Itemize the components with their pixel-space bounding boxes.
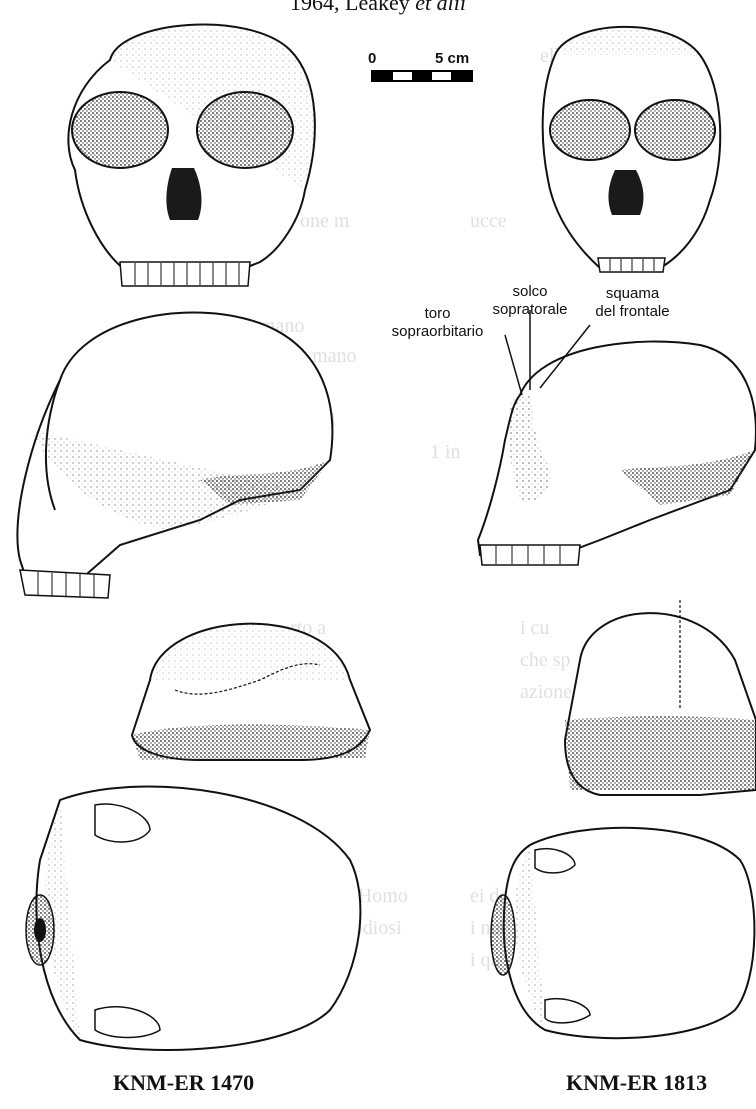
caption-knm-er-1813: KNM-ER 1813 bbox=[566, 1070, 707, 1096]
skull-1813-frontal bbox=[543, 27, 721, 272]
skull-1813-posterior bbox=[565, 600, 756, 795]
skull-1813-lateral bbox=[478, 310, 756, 565]
skull-1813-superior bbox=[491, 828, 754, 1038]
skull-1470-lateral bbox=[17, 313, 332, 599]
skull-1470-superior bbox=[26, 787, 360, 1051]
label-squama-del-frontale: squama del frontale bbox=[580, 285, 685, 321]
skull-1470-posterior bbox=[132, 624, 370, 760]
skull-1470-frontal bbox=[68, 25, 314, 286]
label-solco-sopratorale: solco sopratorale bbox=[485, 283, 575, 319]
caption-knm-er-1470: KNM-ER 1470 bbox=[113, 1070, 254, 1096]
